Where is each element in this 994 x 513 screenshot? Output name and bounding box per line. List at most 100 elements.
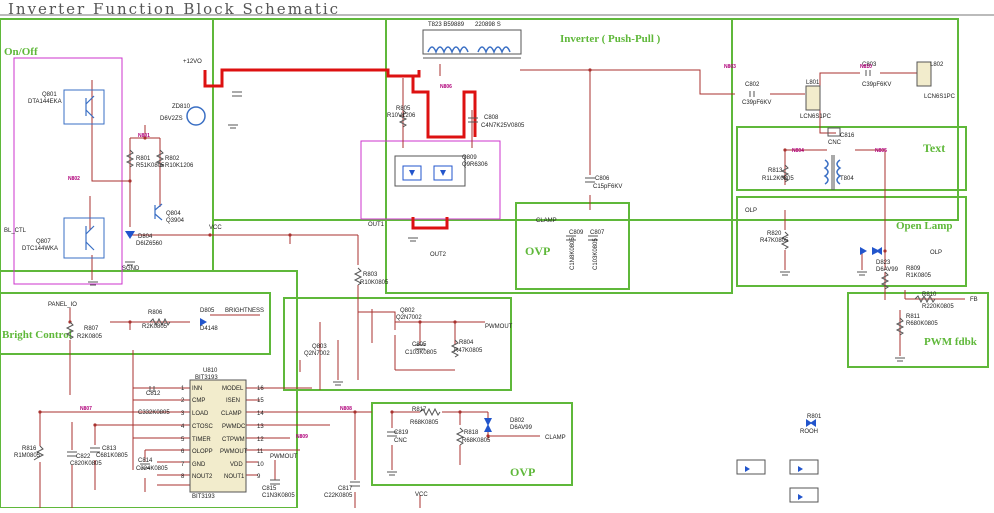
comp-ref: D802 (510, 418, 525, 424)
component-labels: Q801 DTA144EKA Q807 DTC144WKA ZD810 D6V2… (14, 62, 956, 499)
net-tag: N810 (860, 64, 872, 70)
comp-ref: C809 (569, 230, 584, 236)
comp-val: C324K0805 (136, 466, 168, 472)
comp-val: D6V2ZS (160, 116, 183, 122)
comp-val: C332K0805 (138, 410, 170, 416)
comp-ref: C817 (338, 486, 353, 492)
ovp-block-2 (371, 402, 573, 486)
comp-val: DTA144EKA (28, 99, 62, 105)
comp-val: Q2N7002 (304, 351, 330, 357)
ic-pin-num: 15 (257, 398, 264, 404)
ic-pin-label: CMP (192, 398, 205, 404)
comp-val: C1N8K0805 (570, 237, 576, 270)
comp-val: C39pF6KV (862, 82, 891, 88)
comp-ref: Q804 (166, 211, 181, 217)
label-fb: FB (970, 297, 978, 303)
transformer: T823 B59889 220898 S (422, 22, 522, 59)
comp-val: C4N7K25V0805 (481, 123, 525, 129)
ic-pin-label: NOUT2 (192, 474, 213, 480)
net-tag: N805 (875, 148, 887, 154)
transformer-label-2: 220898 S (475, 22, 501, 28)
ic-pin-num: 9 (257, 474, 261, 480)
comp-val: DTC144WKA (22, 246, 58, 252)
label-clamp-2: CLAMP (545, 435, 566, 441)
comp-val: R68K0805 (462, 438, 491, 444)
inductor-l802 (916, 61, 932, 87)
comp-val: R10K1206 (165, 163, 194, 169)
comp-val: Q2N7002 (396, 315, 422, 321)
comp-ref: R803 (363, 272, 378, 278)
dimming-switch-block (283, 297, 512, 391)
comp-ref: C803 (862, 62, 877, 68)
pwm-fdbk-block (847, 292, 989, 368)
transformer-label: T823 B59889 (428, 22, 465, 28)
comp-val: C15pF6KV (593, 184, 622, 190)
page-title: Inverter Function Block Schematic (8, 0, 341, 18)
ic-pin-num: 5 (181, 437, 185, 443)
ic-part: BIT3193 (192, 494, 215, 500)
comp-ref: R813 (768, 168, 783, 174)
comp-val: R51K0805 (136, 163, 165, 169)
comp-ref: C808 (484, 115, 499, 121)
ic-pin-label: CTOSC (192, 424, 214, 430)
label-12v: +12VO (183, 59, 202, 65)
ic-pin-label: MODEL (222, 386, 244, 392)
net-tag: N806 (440, 84, 452, 90)
comp-val: C1N3K0805 (262, 493, 295, 499)
on-off-title: On/Off (4, 46, 38, 58)
comp-ref: R816 (22, 446, 37, 452)
label-clamp: CLAMP (536, 218, 557, 224)
comp-val: ROOH (800, 429, 818, 435)
label-brightness: BRIGHTNESS (225, 308, 264, 314)
comp-val: D4148 (200, 326, 218, 332)
junction-dots (38, 68, 887, 438)
pwm-fdbk-title: PWM fdbk (924, 336, 978, 348)
comp-ref: R817 (412, 407, 427, 413)
test-pad-parts (736, 459, 819, 503)
comp-val: R47K0805 (454, 348, 483, 354)
current-sense-transformer (823, 127, 842, 190)
ic-ref: U810 (203, 368, 218, 374)
comp-ref: C815 (262, 486, 277, 492)
ic-pin-label: ISEN (226, 398, 240, 404)
comp-ref: R811 (906, 314, 921, 320)
comp-ref: C812 (146, 391, 161, 397)
net-tag: N803 (724, 64, 736, 70)
comp-ref: R807 (84, 326, 99, 332)
on-off-block (0, 18, 214, 272)
net-tag: N809 (296, 434, 308, 440)
comp-ref: T804 (840, 176, 854, 182)
ic-pin-num: 12 (257, 437, 264, 443)
comp-ref: C806 (595, 176, 610, 182)
mosfet-pair (394, 155, 466, 187)
comp-ref: C802 (745, 82, 760, 88)
ic-pin-num: 11 (257, 449, 264, 455)
ic-pins-left: INN CMP LOAD CTOSC TIMER OLOPP GND NOUT2… (181, 386, 214, 480)
label-vcc-2: VCC (415, 492, 428, 498)
inverter-title: Inverter ( Push-Pull ) (560, 33, 661, 45)
comp-val: R68K0805 (410, 420, 439, 426)
ic-pin-label: CTPWM (222, 437, 245, 443)
comp-ref: R810 (922, 292, 937, 298)
mosfet-subsection (360, 140, 501, 220)
comp-val: R10K0805 (360, 280, 389, 286)
ic-pin-label: OLOPP (192, 449, 213, 455)
comp-val: D6AV99 (510, 425, 533, 431)
ic-pin-num: 16 (257, 386, 264, 392)
comp-ref: R805 (396, 106, 411, 112)
comp-ref: C813 (102, 446, 117, 452)
net-tag: N802 (68, 176, 80, 182)
comp-ref: L802 (930, 62, 944, 68)
net-tag: N804 (792, 148, 804, 154)
zener-zd810 (186, 106, 206, 126)
inverter-block (385, 18, 733, 294)
comp-val: LCN6S1PC (924, 94, 956, 100)
comp-ref: C816 (840, 133, 855, 139)
diodes (125, 231, 882, 432)
transistor-symbols (85, 95, 163, 251)
ic-pin-label: GND (192, 462, 206, 468)
ic-pin-num: 3 (181, 411, 185, 417)
comp-ref: C805 (412, 342, 427, 348)
comp-val: C39pF6KV (742, 100, 771, 106)
